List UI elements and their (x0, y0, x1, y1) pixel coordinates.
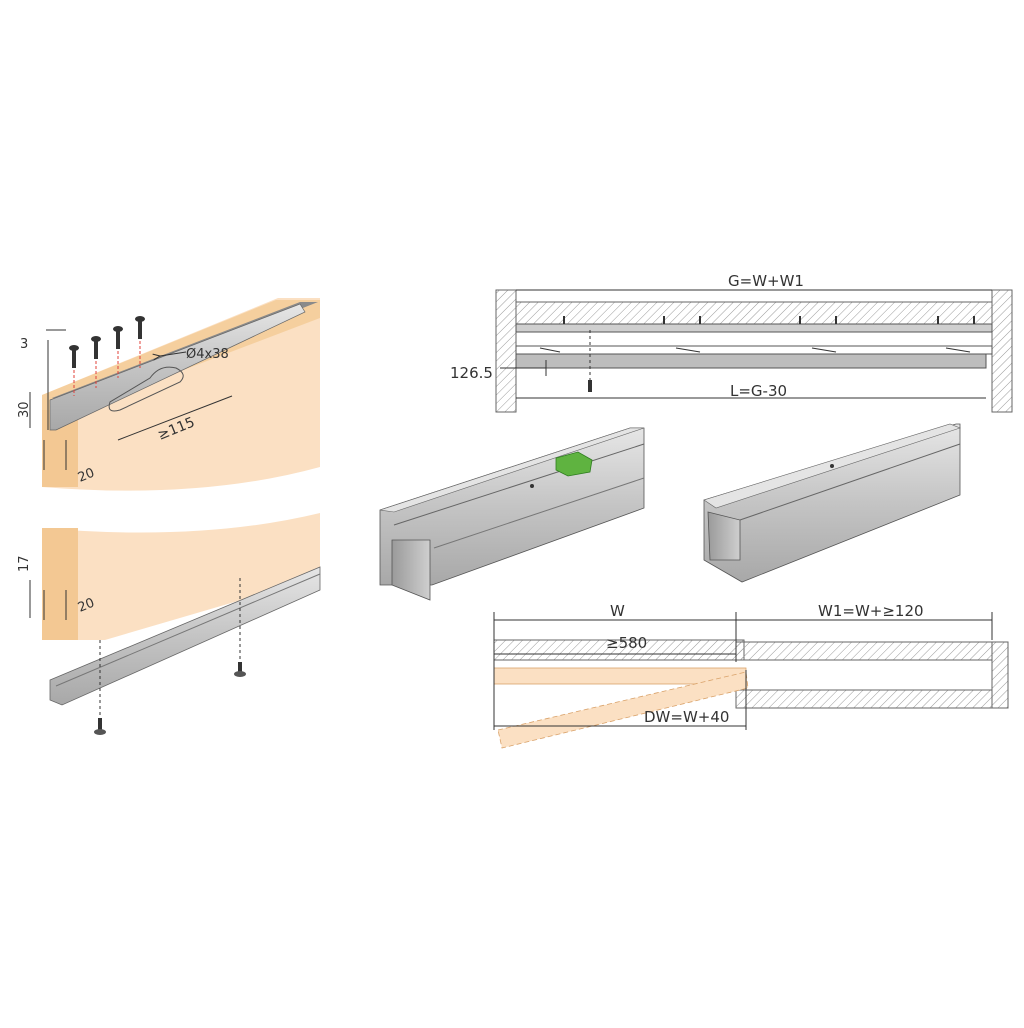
dim-edge-top-label: 20 (76, 466, 97, 486)
ceiling (515, 301, 993, 325)
floor-screw-icon (234, 662, 246, 677)
screw-icon (135, 316, 145, 339)
screw-icon (113, 326, 123, 349)
dim-bottom-offset-label: 17 (17, 555, 32, 572)
door-panel-lower-edge (42, 528, 78, 640)
dim-groove-depth-label: 30 (17, 401, 32, 418)
dim-dw-label: DW=W+40 (644, 708, 729, 726)
dim-height-label: 126.5 (450, 364, 493, 382)
dim-total-label: G=W+W1 (728, 272, 804, 290)
screw-icon (69, 345, 79, 368)
dim-top-offset-label: 3 (20, 337, 28, 352)
plan-wall-right-top (735, 641, 993, 661)
track-profile-with-runner (379, 427, 645, 601)
left-wall (495, 289, 517, 413)
track-profile-plain (703, 423, 961, 583)
dim-w-label: W (610, 602, 625, 620)
door-panel-detail: 3 30 Ø4x38 ≥115 20 17 20 (17, 298, 321, 735)
door-panel-lower (42, 513, 320, 640)
dim-track-label: L=G-30 (730, 382, 787, 400)
door-panel-upper (42, 298, 320, 491)
door-body-elevation (515, 353, 987, 369)
runner-marks (539, 347, 971, 353)
door-leaf-opening (497, 671, 749, 749)
right-wall (991, 289, 1013, 413)
screws-group (69, 316, 145, 396)
bottom-guide-rail (49, 566, 321, 706)
track-screws (563, 316, 975, 324)
plan-wall-end (991, 641, 1009, 709)
door-top-rail (515, 345, 993, 355)
dim-line (117, 395, 233, 441)
floor-screw-icon (94, 718, 106, 735)
plan-view: W ≥580 W1=W+≥120 DW=W+40 (493, 602, 1009, 749)
plan-wall-right-bottom (735, 689, 993, 709)
upper-track (515, 323, 993, 333)
screw-slot-outline (108, 366, 184, 412)
dim-min-opening-label: ≥580 (606, 634, 647, 652)
floor-guide-icon (588, 380, 592, 392)
dim-leader (160, 351, 187, 356)
dim-hole-label: Ø4x38 (186, 347, 229, 362)
screw-icon (91, 336, 101, 359)
rail-edge-line (55, 573, 321, 687)
dim-w1-label: W1=W+≥120 (818, 602, 924, 620)
elevation-view: G=W+W1 126.5 L=G-30 (450, 272, 1013, 413)
runner-green-clip (555, 451, 593, 477)
dim-edge-bottom-label: 20 (76, 596, 97, 616)
